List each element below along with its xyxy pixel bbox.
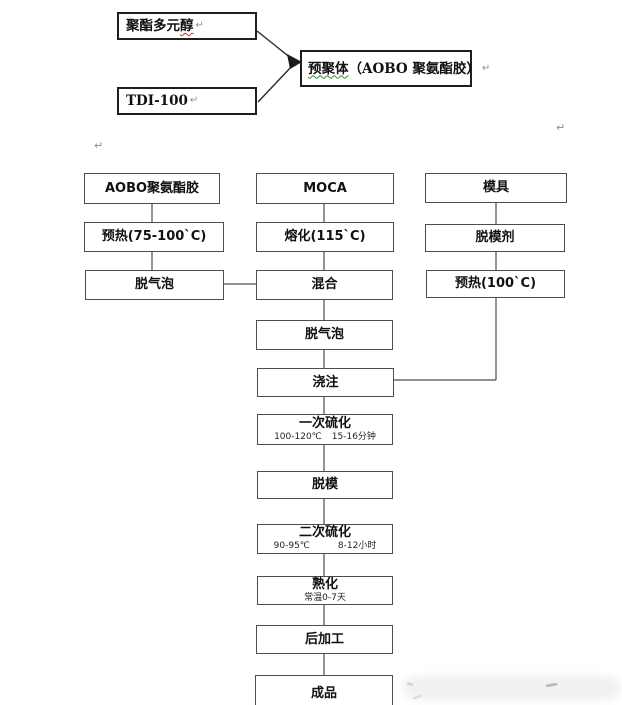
node-degas: 脱气泡 bbox=[256, 320, 393, 350]
node-polyester-polyol: 聚酯多元醇↵ bbox=[117, 12, 257, 40]
grammar-flagged-text: 预聚体 bbox=[308, 60, 349, 77]
node-label: 二次硫化 bbox=[298, 525, 351, 540]
left-column-connectors bbox=[151, 204, 256, 285]
node-label: 预热(100`C) bbox=[454, 276, 537, 291]
misspelled-text: 醇 bbox=[180, 18, 194, 34]
return-mark-icon: ↵ bbox=[94, 139, 104, 152]
node-label: 成品 bbox=[310, 686, 337, 701]
node-label: AOBO聚氨酯胶 bbox=[104, 180, 200, 196]
node-label: 聚酯多元 bbox=[126, 18, 180, 34]
watermark-smudge bbox=[403, 676, 621, 700]
return-mark-icon: ↵ bbox=[481, 62, 491, 74]
node-label: 脱模剂 bbox=[475, 230, 515, 245]
node-prepolymer: 预聚体（AOBO 聚氨酯胶）↵ bbox=[300, 50, 490, 87]
node-moca: MOCA bbox=[256, 173, 394, 204]
node-label: 脱气泡 bbox=[134, 277, 174, 292]
node-label: TDI-100 bbox=[126, 93, 188, 109]
node-pour: 浇注 bbox=[257, 368, 394, 397]
node-aobo-polyurethane-glue: AOBO聚氨酯胶 bbox=[84, 173, 220, 204]
node-note: 常温0-7天 bbox=[304, 592, 346, 603]
node-degas-left: 脱气泡 bbox=[85, 270, 224, 300]
node-label: 脱气泡 bbox=[304, 327, 344, 342]
node-label: 后加工 bbox=[304, 631, 344, 647]
node-label: 浇注 bbox=[312, 374, 339, 390]
node-preheat-100: 预热(100`C) bbox=[426, 270, 565, 298]
node-mold: 模具 bbox=[425, 173, 567, 203]
node-label: 模具 bbox=[482, 180, 509, 195]
return-mark-icon: ↵ bbox=[556, 121, 566, 134]
right-column-connectors bbox=[394, 203, 497, 381]
node-release-agent: 脱模剂 bbox=[425, 224, 565, 252]
node-post-processing: 后加工 bbox=[256, 625, 393, 654]
node-mix: 混合 bbox=[256, 270, 393, 300]
node-label: MOCA bbox=[303, 180, 347, 196]
node-finished-product: 成品 bbox=[255, 675, 393, 705]
node-label: 预热(75-100`C) bbox=[101, 229, 207, 244]
node-label: （AOBO 聚氨酯胶） bbox=[348, 60, 480, 77]
node-tdi-100: TDI-100↵ bbox=[117, 87, 257, 115]
node-label: 混合 bbox=[311, 277, 338, 292]
return-mark-icon: ↵ bbox=[189, 95, 199, 106]
prepolymer-arrows bbox=[256, 30, 302, 103]
arrowhead-icon bbox=[287, 54, 302, 69]
return-mark-icon: ↵ bbox=[195, 20, 204, 31]
node-demold: 脱模 bbox=[257, 471, 393, 499]
node-label: 熟化 bbox=[311, 576, 338, 592]
node-preheat-75-100: 预热(75-100`C) bbox=[84, 222, 224, 252]
node-melt-115: 熔化(115`C) bbox=[256, 222, 394, 252]
node-label: 熔化(115`C) bbox=[284, 229, 366, 244]
node-label: 脱模 bbox=[311, 477, 338, 492]
node-aging: 熟化 常温0-7天 bbox=[257, 576, 393, 605]
node-label: 一次硫化 bbox=[298, 415, 351, 431]
